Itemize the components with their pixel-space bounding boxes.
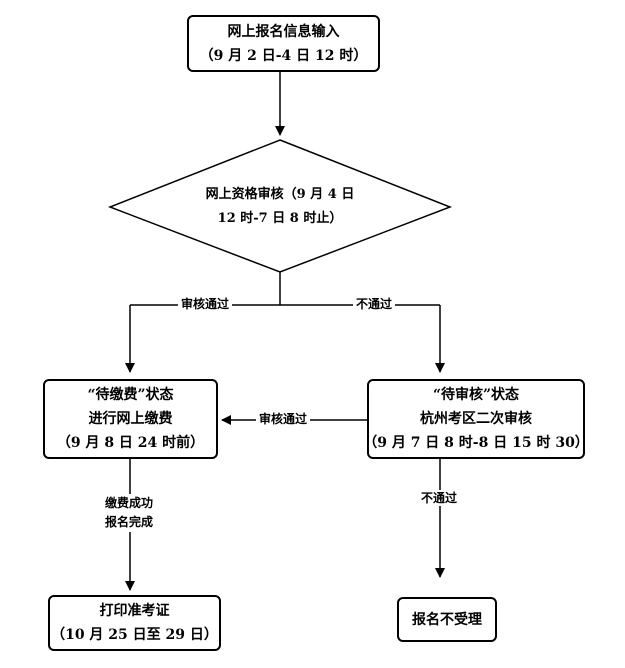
- node-pending-payment: “待缴费”状态 进行网上缴费 （9 月 8 日 24 时前）: [43, 379, 218, 459]
- node-pending-review-line3: （9 月 7 日 8 时-8 日 15 时 30）: [363, 435, 589, 451]
- node-print-admission-ticket: 打印准考证 （10 月 25 日至 29 日）: [48, 595, 221, 651]
- node-registration-rejected-line1: 报名不受理: [412, 611, 482, 628]
- node-qualification-review: 网上资格审核（9 月 4 日 12 时-7 日 8 时止）: [170, 183, 390, 231]
- edge-label-review-pass: 审核通过: [178, 296, 233, 312]
- node-print-admission-ticket-line1: 打印准考证: [99, 603, 170, 619]
- edge-label-payment-done: 缴费成功 报名完成: [102, 494, 157, 532]
- node-pending-review-line2: 杭州考区二次审核: [420, 411, 532, 427]
- node-online-registration-line1: 网上报名信息输入: [227, 23, 340, 40]
- edge-label-payment-done-line1: 缴费成功: [105, 496, 154, 510]
- node-pending-review: “待审核”状态 杭州考区二次审核 （9 月 7 日 8 时-8 日 15 时 3…: [363, 379, 589, 459]
- edge-label-payment-done-line2: 报名完成: [105, 515, 154, 529]
- node-qualification-review-line2: 12 时-7 日 8 时止）: [217, 211, 343, 226]
- node-qualification-review-line1: 网上资格审核（9 月 4 日: [205, 187, 355, 202]
- node-pending-review-line1: “待审核”状态: [432, 387, 520, 403]
- node-online-registration: 网上报名信息输入 （9 月 2 日-4 日 12 时）: [187, 15, 380, 72]
- node-registration-rejected: 报名不受理: [397, 597, 497, 642]
- node-online-registration-line2: （9 月 2 日-4 日 12 时）: [199, 47, 368, 64]
- node-pending-payment-line1: “待缴费”状态: [87, 387, 174, 403]
- node-pending-payment-line2: 进行网上缴费: [88, 411, 173, 427]
- edge-label-second-pass: 审核通过: [256, 411, 311, 427]
- node-pending-payment-line3: （9 月 8 日 24 时前）: [56, 435, 205, 451]
- edge-label-review-fail: 不通过: [353, 296, 396, 312]
- node-print-admission-ticket-line2: （10 月 25 日至 29 日）: [51, 627, 218, 643]
- edge-label-second-fail: 不通过: [418, 490, 461, 506]
